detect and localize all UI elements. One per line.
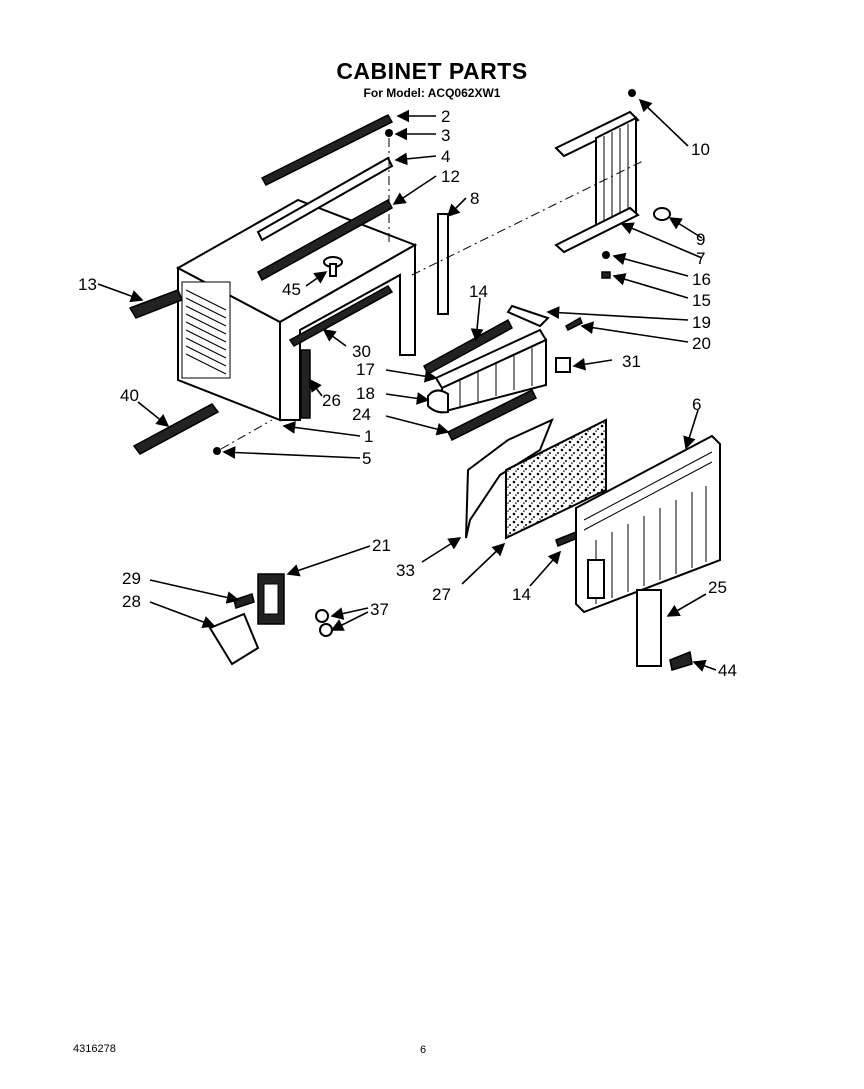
- bracket-30: [288, 285, 394, 347]
- callout-5: 5: [362, 449, 371, 468]
- bracket-19: [506, 304, 550, 328]
- front-grille-6: [575, 434, 721, 614]
- callout-29: 29: [122, 569, 141, 588]
- callout-4: 4: [441, 147, 450, 166]
- callout-9: 9: [696, 230, 705, 249]
- callout-37: 37: [370, 600, 389, 619]
- top-rail-12: [257, 198, 393, 282]
- screw-10-icon: [628, 89, 636, 97]
- callout-18: 18: [356, 384, 375, 403]
- callout-1: 1: [364, 427, 373, 446]
- pin-20: [565, 316, 583, 332]
- callout-16: 16: [692, 270, 711, 289]
- knob-45: [323, 256, 343, 277]
- rear-grille-7: [554, 110, 640, 254]
- control-panel-25: [636, 589, 662, 667]
- callout-6: 6: [692, 395, 701, 414]
- screw-5-icon: [213, 447, 221, 455]
- bracket-28: [208, 612, 260, 666]
- callout-14-lower: 14: [512, 585, 531, 604]
- callout-10: 10: [691, 140, 710, 159]
- knob-9: [653, 207, 671, 221]
- fan-housing-17: [434, 328, 548, 414]
- callout-44: 44: [718, 661, 737, 680]
- callout-13: 13: [78, 275, 97, 294]
- page-title: CABINET PARTS: [336, 58, 528, 84]
- callout-12: 12: [441, 167, 460, 186]
- callout-8: 8: [470, 189, 479, 208]
- callout-40: 40: [120, 386, 139, 405]
- scroll-18: [427, 389, 449, 414]
- model-subtitle: For Model: ACQ062XW1: [363, 86, 501, 100]
- spacer-29: [233, 593, 255, 609]
- callout-labels: 2 3 4 12 8 10 9 7 16 15 19 20 31 13 45 1…: [78, 107, 737, 680]
- clip-31: [555, 357, 571, 373]
- callout-26: 26: [322, 391, 341, 410]
- channel-8: [437, 213, 449, 315]
- document-number: 4316278: [73, 1043, 116, 1055]
- callout-20: 20: [692, 334, 711, 353]
- callout-14-upper: 14: [469, 282, 488, 301]
- callout-7: 7: [696, 249, 705, 268]
- strip-24: [446, 388, 538, 442]
- label-44: [669, 650, 693, 671]
- screws-37-icon: [315, 609, 333, 637]
- leader-lines: [97, 98, 717, 672]
- filter-27: [505, 418, 607, 540]
- callout-28: 28: [122, 592, 141, 611]
- foam-strip-13: [128, 289, 183, 319]
- callout-24: 24: [352, 405, 371, 424]
- callout-31: 31: [622, 352, 641, 371]
- callout-21: 21: [372, 536, 391, 555]
- cabinet-shell: [175, 198, 418, 422]
- callout-2: 2: [441, 107, 450, 126]
- callout-27: 27: [432, 585, 451, 604]
- callout-19: 19: [692, 313, 711, 332]
- callout-17: 17: [356, 360, 375, 379]
- screw-16-icon: [602, 251, 610, 259]
- page-number: 6: [420, 1044, 427, 1056]
- callout-3: 3: [441, 126, 450, 145]
- clip-15: [601, 271, 611, 279]
- screw-3-icon: [385, 129, 393, 137]
- callout-15: 15: [692, 291, 711, 310]
- side-strip-26: [300, 349, 311, 419]
- callout-33: 33: [396, 561, 415, 580]
- callout-30: 30: [352, 342, 371, 361]
- strip-14-lower: [555, 531, 579, 547]
- top-rail-2: [260, 114, 394, 186]
- callout-45: 45: [282, 280, 301, 299]
- base-strip-40: [132, 403, 220, 455]
- callout-25: 25: [708, 578, 727, 597]
- top-rail-4: [256, 156, 394, 242]
